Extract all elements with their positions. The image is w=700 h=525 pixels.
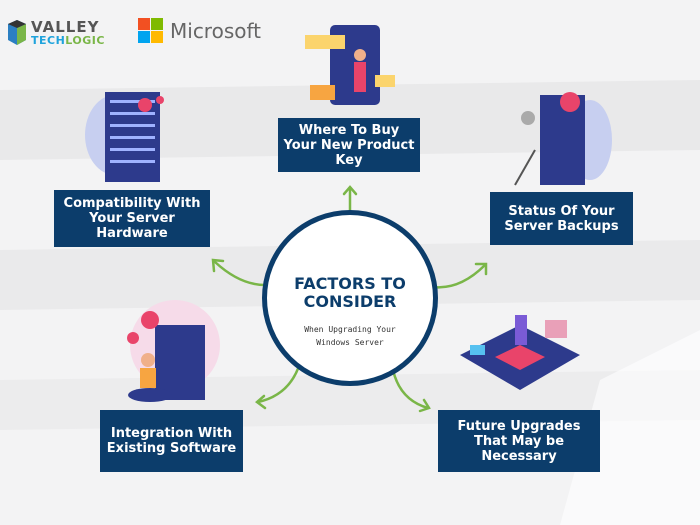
valley-techlogic-logo: VALLEY TECHLOGIC xyxy=(6,18,121,48)
factor-backups: Status Of Your Server Backups xyxy=(490,192,633,245)
factor-compatibility: Compatibility With Your Server Hardware xyxy=(54,190,210,247)
logic-text: LOGIC xyxy=(65,34,105,47)
center-subtitle-line1: When Upgrading Your xyxy=(304,325,396,334)
server-hardware-illustration xyxy=(85,92,164,182)
factor-integration: Integration With Existing Software xyxy=(100,410,243,472)
valley-text: VALLEY xyxy=(31,18,100,36)
windows-icon xyxy=(138,18,163,43)
product-key-illustration xyxy=(305,25,395,105)
microsoft-text: Microsoft xyxy=(170,19,262,43)
backups-illustration xyxy=(514,92,612,186)
arrow-left-up xyxy=(213,260,267,287)
factor-product-key: Where To Buy Your New Product Key xyxy=(278,118,420,172)
center-title-line2: CONSIDER xyxy=(303,292,397,311)
center-subtitle-line2: Windows Server xyxy=(316,338,384,347)
tech-text: TECH xyxy=(31,34,66,47)
future-upgrades-illustration xyxy=(460,315,580,390)
arrow-right-up xyxy=(431,263,487,289)
integration-illustration xyxy=(127,300,220,402)
factor-future-upgrades: Future Upgrades That May be Necessary xyxy=(438,410,600,472)
cube-icon xyxy=(8,20,26,45)
center-title-line1: FACTORS TO xyxy=(294,274,406,293)
arrow-right-down xyxy=(391,368,430,410)
